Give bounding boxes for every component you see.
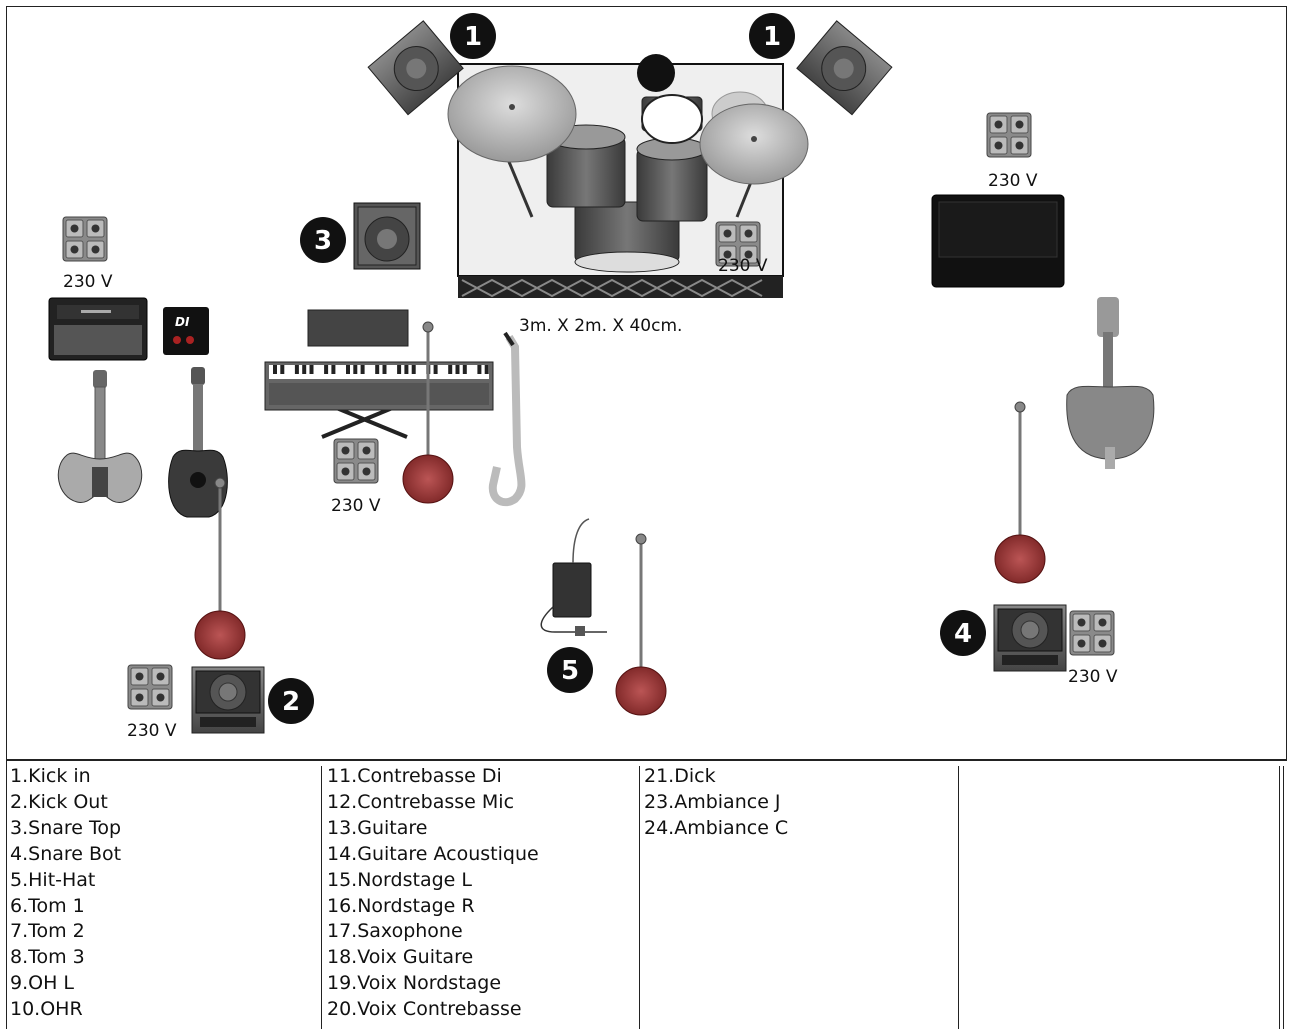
power-label: 230 V (63, 272, 113, 292)
channel-item: 15.Nordstage L (327, 868, 472, 891)
power-outlet-icon (62, 216, 108, 262)
channel-item: 24.Ambiance C (644, 816, 789, 839)
keyboard-black-key (397, 365, 402, 374)
channel-item: 21.Dick (644, 765, 716, 787)
wireless-beltpack-icon (540, 518, 607, 636)
keyboard-black-key (448, 365, 453, 374)
keyboard-black-key (309, 365, 314, 374)
keyboard-black-key (302, 365, 307, 374)
svg-text:3: 3 (314, 226, 332, 256)
keyboard-icon (264, 309, 494, 439)
channel-list: 1.Kick in 2.Kick Out 3.Snare Top 4.Snare… (6, 760, 1287, 1029)
keyboard-black-key (273, 365, 277, 374)
channel-item: 19.Voix Nordstage (327, 972, 502, 995)
svg-text:1: 1 (464, 22, 482, 52)
acoustic-guitar-icon (168, 367, 228, 518)
keyboard-black-key (484, 365, 489, 374)
monitor-3-icon (353, 202, 421, 270)
keyboard-black-key (404, 365, 409, 374)
svg-text:DI: DI (175, 315, 190, 329)
channel-item: 2.Kick Out (10, 790, 108, 813)
electric-guitar-icon (57, 370, 143, 503)
keyboard-black-key (360, 365, 365, 374)
channel-item: 12.Contrebasse Mic (327, 790, 515, 813)
keyboard-black-key (353, 365, 358, 374)
marker-1-right: 1 (749, 13, 795, 59)
riser-dimensions-label: 3m. X 2m. X 40cm. (519, 316, 683, 336)
power-label: 230 V (331, 496, 381, 516)
bass-amp-icon (931, 194, 1065, 288)
wedge-monitor-2-icon (191, 666, 265, 734)
mic-stand-icon (993, 400, 1047, 585)
channel-column-1: 1.Kick in 2.Kick Out 3.Snare Top 4.Snare… (10, 764, 121, 1023)
power-label: 230 V (988, 171, 1038, 191)
keyboard-black-key (346, 365, 350, 374)
power-outlet-icon (127, 664, 173, 710)
channel-item: 3.Snare Top (10, 816, 122, 839)
channel-item: 6.Tom 1 (10, 894, 85, 917)
marker-3: 3 (300, 217, 346, 263)
stage-plot-graphics: DI (48, 13, 1155, 734)
channel-item: 18.Voix Guitare (327, 946, 474, 969)
svg-text:5: 5 (561, 656, 579, 686)
power-outlet-icon (986, 112, 1032, 158)
channel-item: 14.Guitare Acoustique (327, 842, 539, 865)
keyboard-black-key (294, 365, 299, 374)
keyboard-black-key (324, 365, 329, 374)
channel-item: 9.OH L (10, 972, 74, 995)
side-fill-right-icon (796, 20, 893, 116)
drum-kit-icon (447, 54, 809, 273)
power-label: 230 V (1068, 667, 1118, 687)
saxophone-icon (488, 331, 526, 507)
stage-plot: DI (6, 6, 1287, 760)
keyboard-black-key (455, 365, 460, 374)
channel-item: 17.Saxophone (327, 920, 463, 943)
power-outlet-icon (333, 438, 379, 484)
marker-2: 2 (268, 678, 314, 724)
power-label: 230 V (127, 721, 177, 741)
mic-stand-icon (614, 532, 668, 717)
keyboard-black-key (462, 365, 467, 374)
channel-item: 20.Voix Contrebasse (327, 998, 522, 1021)
channel-item: 7.Tom 2 (10, 920, 85, 943)
channel-item: 10.OHR (10, 998, 83, 1021)
keyboard-black-key (411, 365, 416, 374)
mic-stand-icon (401, 320, 455, 505)
keyboard-black-key (280, 365, 285, 374)
power-outlet-icon (1069, 610, 1115, 656)
power-label: 230 V (718, 256, 768, 276)
svg-text:2: 2 (282, 687, 300, 717)
channel-item: 16.Nordstage R (327, 894, 475, 917)
keyboard-black-key (331, 365, 336, 374)
channel-item: 5.Hit-Hat (10, 868, 96, 891)
marker-4: 4 (940, 610, 986, 656)
channel-item: 23.Ambiance J (644, 790, 781, 813)
marker-1-left: 1 (450, 13, 496, 59)
keyboard-black-key (382, 365, 387, 374)
keyboard-black-key (477, 365, 482, 374)
channel-item: 11.Contrebasse Di (327, 765, 502, 787)
channel-item: 4.Snare Bot (10, 842, 122, 865)
channel-item: 8.Tom 3 (10, 946, 85, 969)
keyboard-black-key (433, 365, 438, 374)
double-bass-icon (1066, 297, 1155, 469)
wedge-monitor-4-icon (993, 604, 1067, 672)
svg-text:1: 1 (763, 22, 781, 52)
guitar-amp-icon (48, 297, 148, 361)
marker-5: 5 (547, 647, 593, 693)
svg-text:4: 4 (954, 619, 972, 649)
channel-item: 1.Kick in (10, 765, 91, 787)
channel-column-3: 21.Dick 23.Ambiance J 24.Ambiance C (644, 764, 788, 842)
di-box-icon: DI (163, 307, 209, 355)
side-fill-left-icon (367, 20, 464, 116)
channel-item: 13.Guitare (327, 816, 428, 839)
channel-column-2: 11.Contrebasse Di 12.Contrebasse Mic 13.… (327, 764, 539, 1023)
keyboard-black-key (375, 365, 380, 374)
